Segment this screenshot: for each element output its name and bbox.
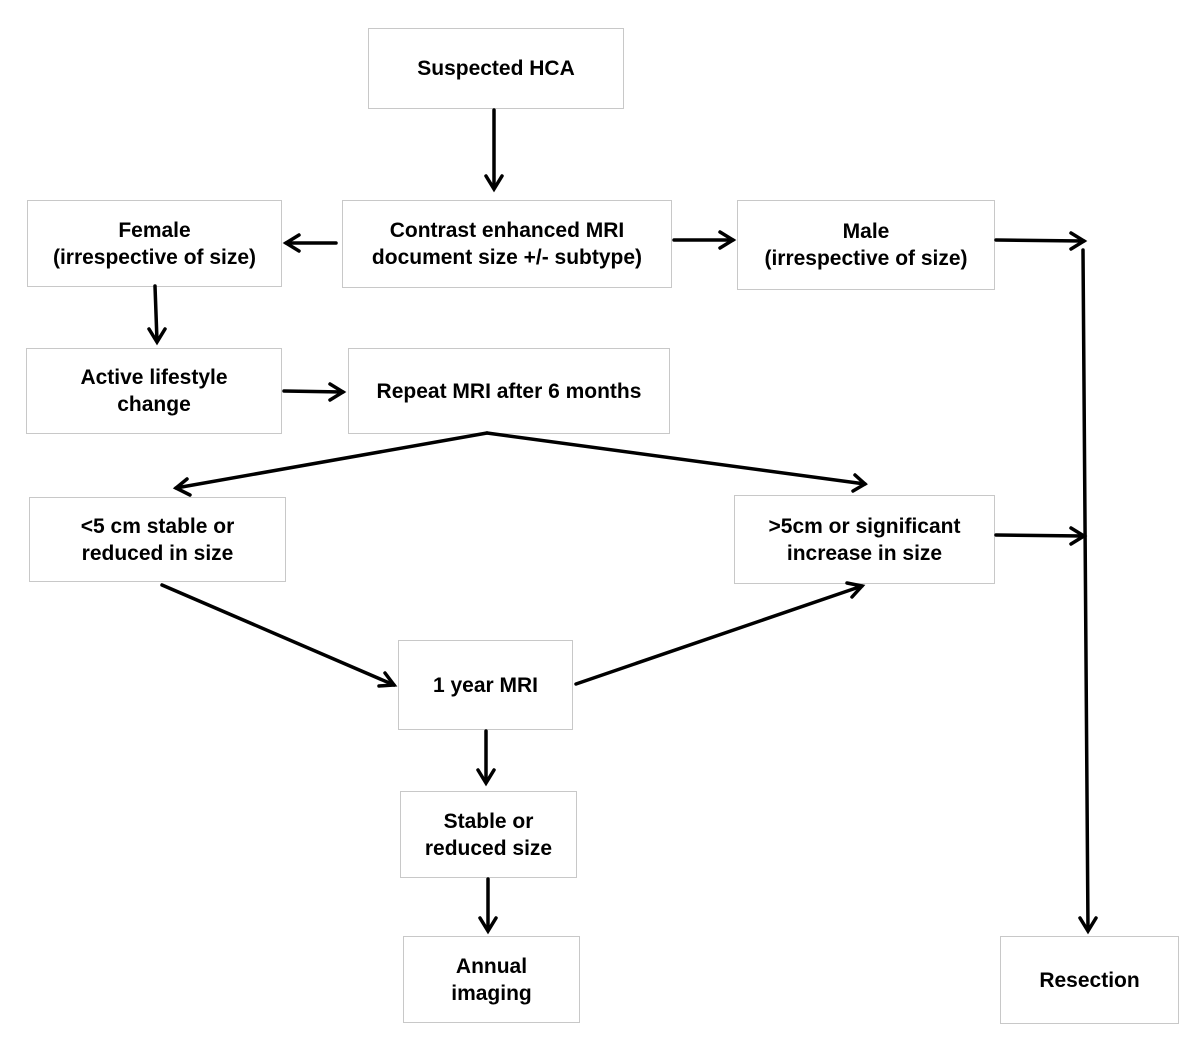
- node-label: >5cm or significant: [768, 514, 961, 538]
- arrow-large-to-resection-line: [994, 526, 1088, 546]
- node-label: <5 cm stable or: [80, 514, 235, 538]
- node-annual-imaging: Annual imaging: [403, 936, 580, 1023]
- node-label: Female: [118, 218, 191, 242]
- node-label: change: [117, 393, 191, 416]
- node-label: Male: [842, 220, 890, 243]
- node-label: 1 year MRI: [432, 673, 539, 697]
- arrow-repeat-to-large: [485, 431, 868, 493]
- node-label: Stable or: [443, 809, 534, 833]
- node-label: Suspected HCA: [417, 57, 575, 80]
- node-small-stable: <5 cm stable or reduced in size: [29, 497, 286, 582]
- node-contrast-mri: Contrast enhanced MRI document size +/- …: [342, 200, 672, 288]
- node-male: Male (irrespective of size): [737, 200, 995, 290]
- arrow-lifestyle-to-repeat: [282, 382, 347, 402]
- node-label: Annual: [455, 954, 528, 978]
- node-label: increase in size: [786, 541, 943, 565]
- arrow-stable-to-annual: [478, 877, 498, 935]
- node-label: reduced size: [424, 836, 553, 860]
- node-label: Contrast enhanced MRI: [389, 219, 625, 242]
- arrow-to-resection: [1078, 248, 1098, 935]
- arrow-mri-to-male: [672, 230, 737, 250]
- node-lifestyle: Active lifestyle change: [26, 348, 282, 434]
- arrow-repeat-to-small: [172, 431, 489, 497]
- node-label: document size +/- subtype): [371, 246, 643, 269]
- arrow-female-to-lifestyle: [147, 284, 167, 346]
- node-one-year-mri: 1 year MRI: [398, 640, 573, 730]
- node-label: (irrespective of size): [764, 247, 968, 270]
- node-repeat-mri: Repeat MRI after 6 months: [348, 348, 670, 434]
- node-label: (irrespective of size): [52, 245, 257, 269]
- node-label: reduced in size: [81, 541, 234, 565]
- node-label: imaging: [451, 981, 532, 1005]
- node-suspected-hca: Suspected HCA: [368, 28, 624, 109]
- arrow-oneyear-to-stable: [476, 729, 496, 787]
- node-label: Resection: [1039, 968, 1140, 992]
- arrow-oneyear-to-large: [574, 581, 866, 686]
- arrow-small-to-oneyear: [160, 583, 398, 688]
- node-label: Active lifestyle: [80, 366, 228, 389]
- arrow-male-to-resection-line: [994, 231, 1088, 251]
- arrow-mri-to-female: [282, 233, 338, 253]
- node-stable-reduced: Stable or reduced size: [400, 791, 577, 878]
- node-resection: Resection: [1000, 936, 1179, 1024]
- node-large-increase: >5cm or significant increase in size: [734, 495, 995, 584]
- arrow-suspected-to-mri: [484, 108, 504, 193]
- node-label: Repeat MRI after 6 months: [376, 379, 642, 403]
